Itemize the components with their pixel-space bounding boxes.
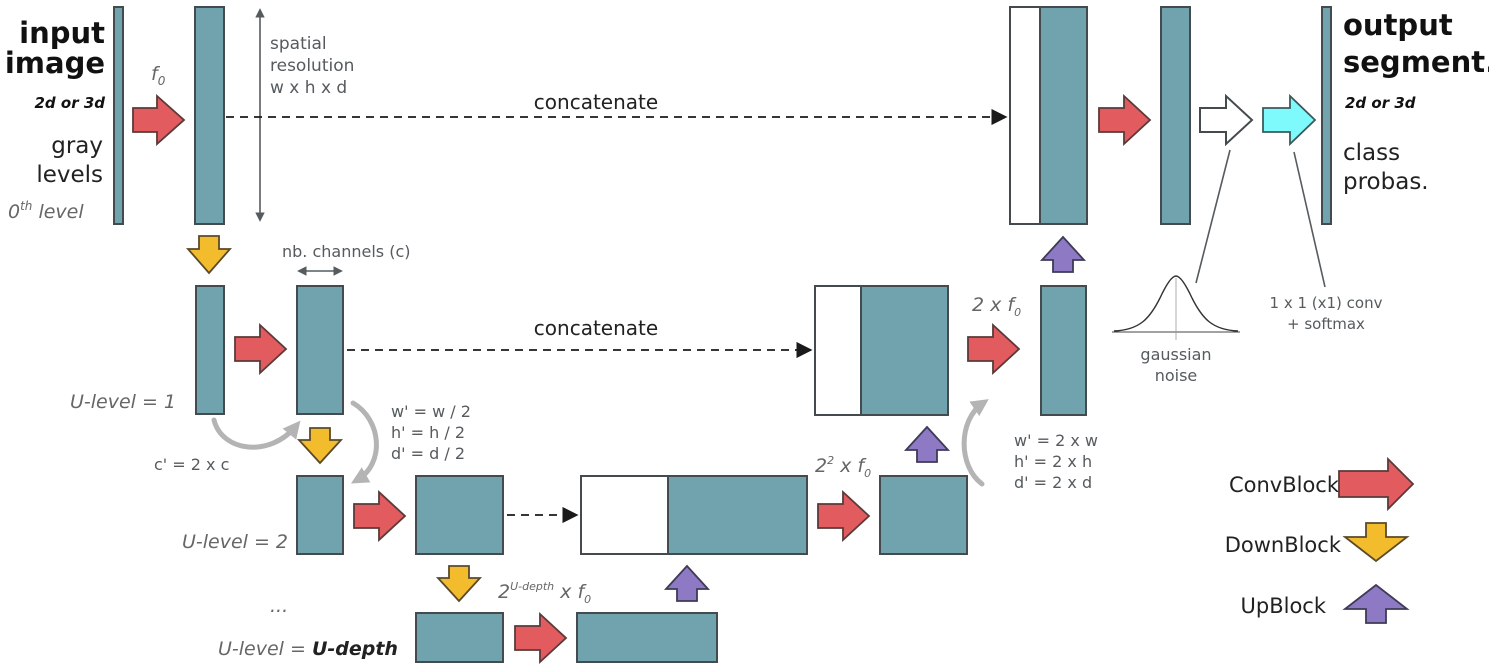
spatial-label-line3: w x h x d xyxy=(270,78,347,98)
upsample-curve xyxy=(961,399,989,487)
conv-label-line2: + softmax xyxy=(1287,315,1365,333)
level1-upsampled-block xyxy=(860,285,949,416)
legend-down-label: DownBlock xyxy=(1225,533,1342,557)
conv-arrow-level2-encoder xyxy=(353,489,407,543)
level0-decoder-block xyxy=(1160,6,1191,225)
legend-up-arrow xyxy=(1342,583,1410,624)
level2-input-block xyxy=(296,475,344,555)
u-level-2-label: U-level = 2 xyxy=(182,531,288,553)
output-class-line1: class xyxy=(1343,140,1400,166)
bottleneck-output-block xyxy=(576,612,718,663)
conv-label-line1: 1 x 1 (x1) conv xyxy=(1270,294,1383,312)
conv-arrow-level2-decoder xyxy=(817,489,871,543)
output-title-line2: segment. xyxy=(1343,45,1489,79)
f0-label: f0 xyxy=(151,63,166,88)
upsample-h: h' = 2 x h xyxy=(1014,452,1092,471)
gaussian-curve xyxy=(1113,275,1239,332)
gaussian-noise-arrow xyxy=(1199,93,1254,147)
conv-pointer-line xyxy=(1293,151,1326,288)
up-arrow-depth xyxy=(663,564,711,602)
legend-conv-label: ConvBlock xyxy=(1229,473,1340,497)
concatenate-label-mid: concatenate xyxy=(534,316,658,340)
gaussian-pointer-line xyxy=(1195,149,1231,284)
u-level-1-label: U-level = 1 xyxy=(70,391,176,413)
input-gray-line1: gray xyxy=(51,133,103,159)
downsample-d: d' = d / 2 xyxy=(391,444,465,463)
ellipsis-label: ... xyxy=(270,595,288,617)
level2-upsampled-block xyxy=(667,475,808,555)
level1-input-block xyxy=(195,285,225,415)
level1-decoder-block xyxy=(1040,285,1087,416)
two-f0-label: 2 x f0 xyxy=(972,294,1021,319)
level1-encoder-block xyxy=(296,285,344,415)
downsample-w: w' = w / 2 xyxy=(391,402,471,421)
conv-arrow-level1-decoder xyxy=(967,322,1021,376)
input-title-line1: input xyxy=(19,16,105,50)
level-zero-label: 0th level xyxy=(8,199,84,223)
gaussian-label-line2: noise xyxy=(1155,366,1198,385)
two-squared-f0-label: 22 x f0 xyxy=(815,454,871,480)
output-class-line2: probas. xyxy=(1343,169,1429,195)
conv-arrow-bottleneck xyxy=(514,611,568,665)
output-dims: 2d or 3d xyxy=(1345,94,1416,112)
downsample-curve xyxy=(350,400,379,484)
u-depth-channels-label: 2U-depth x f0 xyxy=(498,580,591,606)
spatial-label-line2: resolution xyxy=(270,56,354,76)
up-arrow-level1 xyxy=(1039,235,1087,273)
upsample-d: d' = 2 x d xyxy=(1014,473,1092,492)
legend-conv-arrow xyxy=(1338,456,1415,512)
softmax-conv-arrow xyxy=(1262,93,1317,147)
conv-arrow-level0-input xyxy=(132,93,186,147)
channels-label: nb. channels (c) xyxy=(282,242,410,261)
level1-skip-block xyxy=(814,285,862,416)
upsample-w: w' = 2 x w xyxy=(1014,431,1098,450)
channel-doubling-label: c' = 2 x c xyxy=(154,455,229,474)
input-dims: 2d or 3d xyxy=(35,94,106,112)
legend-down-arrow xyxy=(1342,522,1410,563)
level0-skip-block xyxy=(1009,6,1041,225)
level0-encoder-block xyxy=(194,6,225,225)
conv-arrow-level0-decoder xyxy=(1098,93,1152,147)
gaussian-label-line1: gaussian xyxy=(1140,345,1211,364)
conv-arrow-level1-encoder xyxy=(234,322,288,376)
level2-decoder-block xyxy=(879,475,968,555)
legend-up-label: UpBlock xyxy=(1241,594,1327,618)
output-segment-block xyxy=(1321,6,1332,225)
channel-doubling-curve xyxy=(211,417,301,450)
u-level-depth-label: U-level = U-depth xyxy=(218,638,398,660)
level2-skip-block xyxy=(580,475,669,555)
down-arrow-level2 xyxy=(435,565,483,603)
down-arrow-level0 xyxy=(186,235,232,275)
input-image-block xyxy=(113,6,124,225)
bottleneck-input-block xyxy=(415,612,504,663)
output-title-line1: output xyxy=(1343,8,1453,42)
level2-encoder-block xyxy=(415,475,504,555)
input-title-line2: image xyxy=(5,46,105,80)
level0-upsampled-block xyxy=(1039,6,1088,225)
concatenate-label-top: concatenate xyxy=(534,90,658,114)
spatial-label-line1: spatial xyxy=(270,34,327,54)
downsample-h: h' = h / 2 xyxy=(391,423,465,442)
up-arrow-level2 xyxy=(903,425,951,463)
down-arrow-level1 xyxy=(296,427,344,465)
input-gray-line2: levels xyxy=(36,162,103,188)
